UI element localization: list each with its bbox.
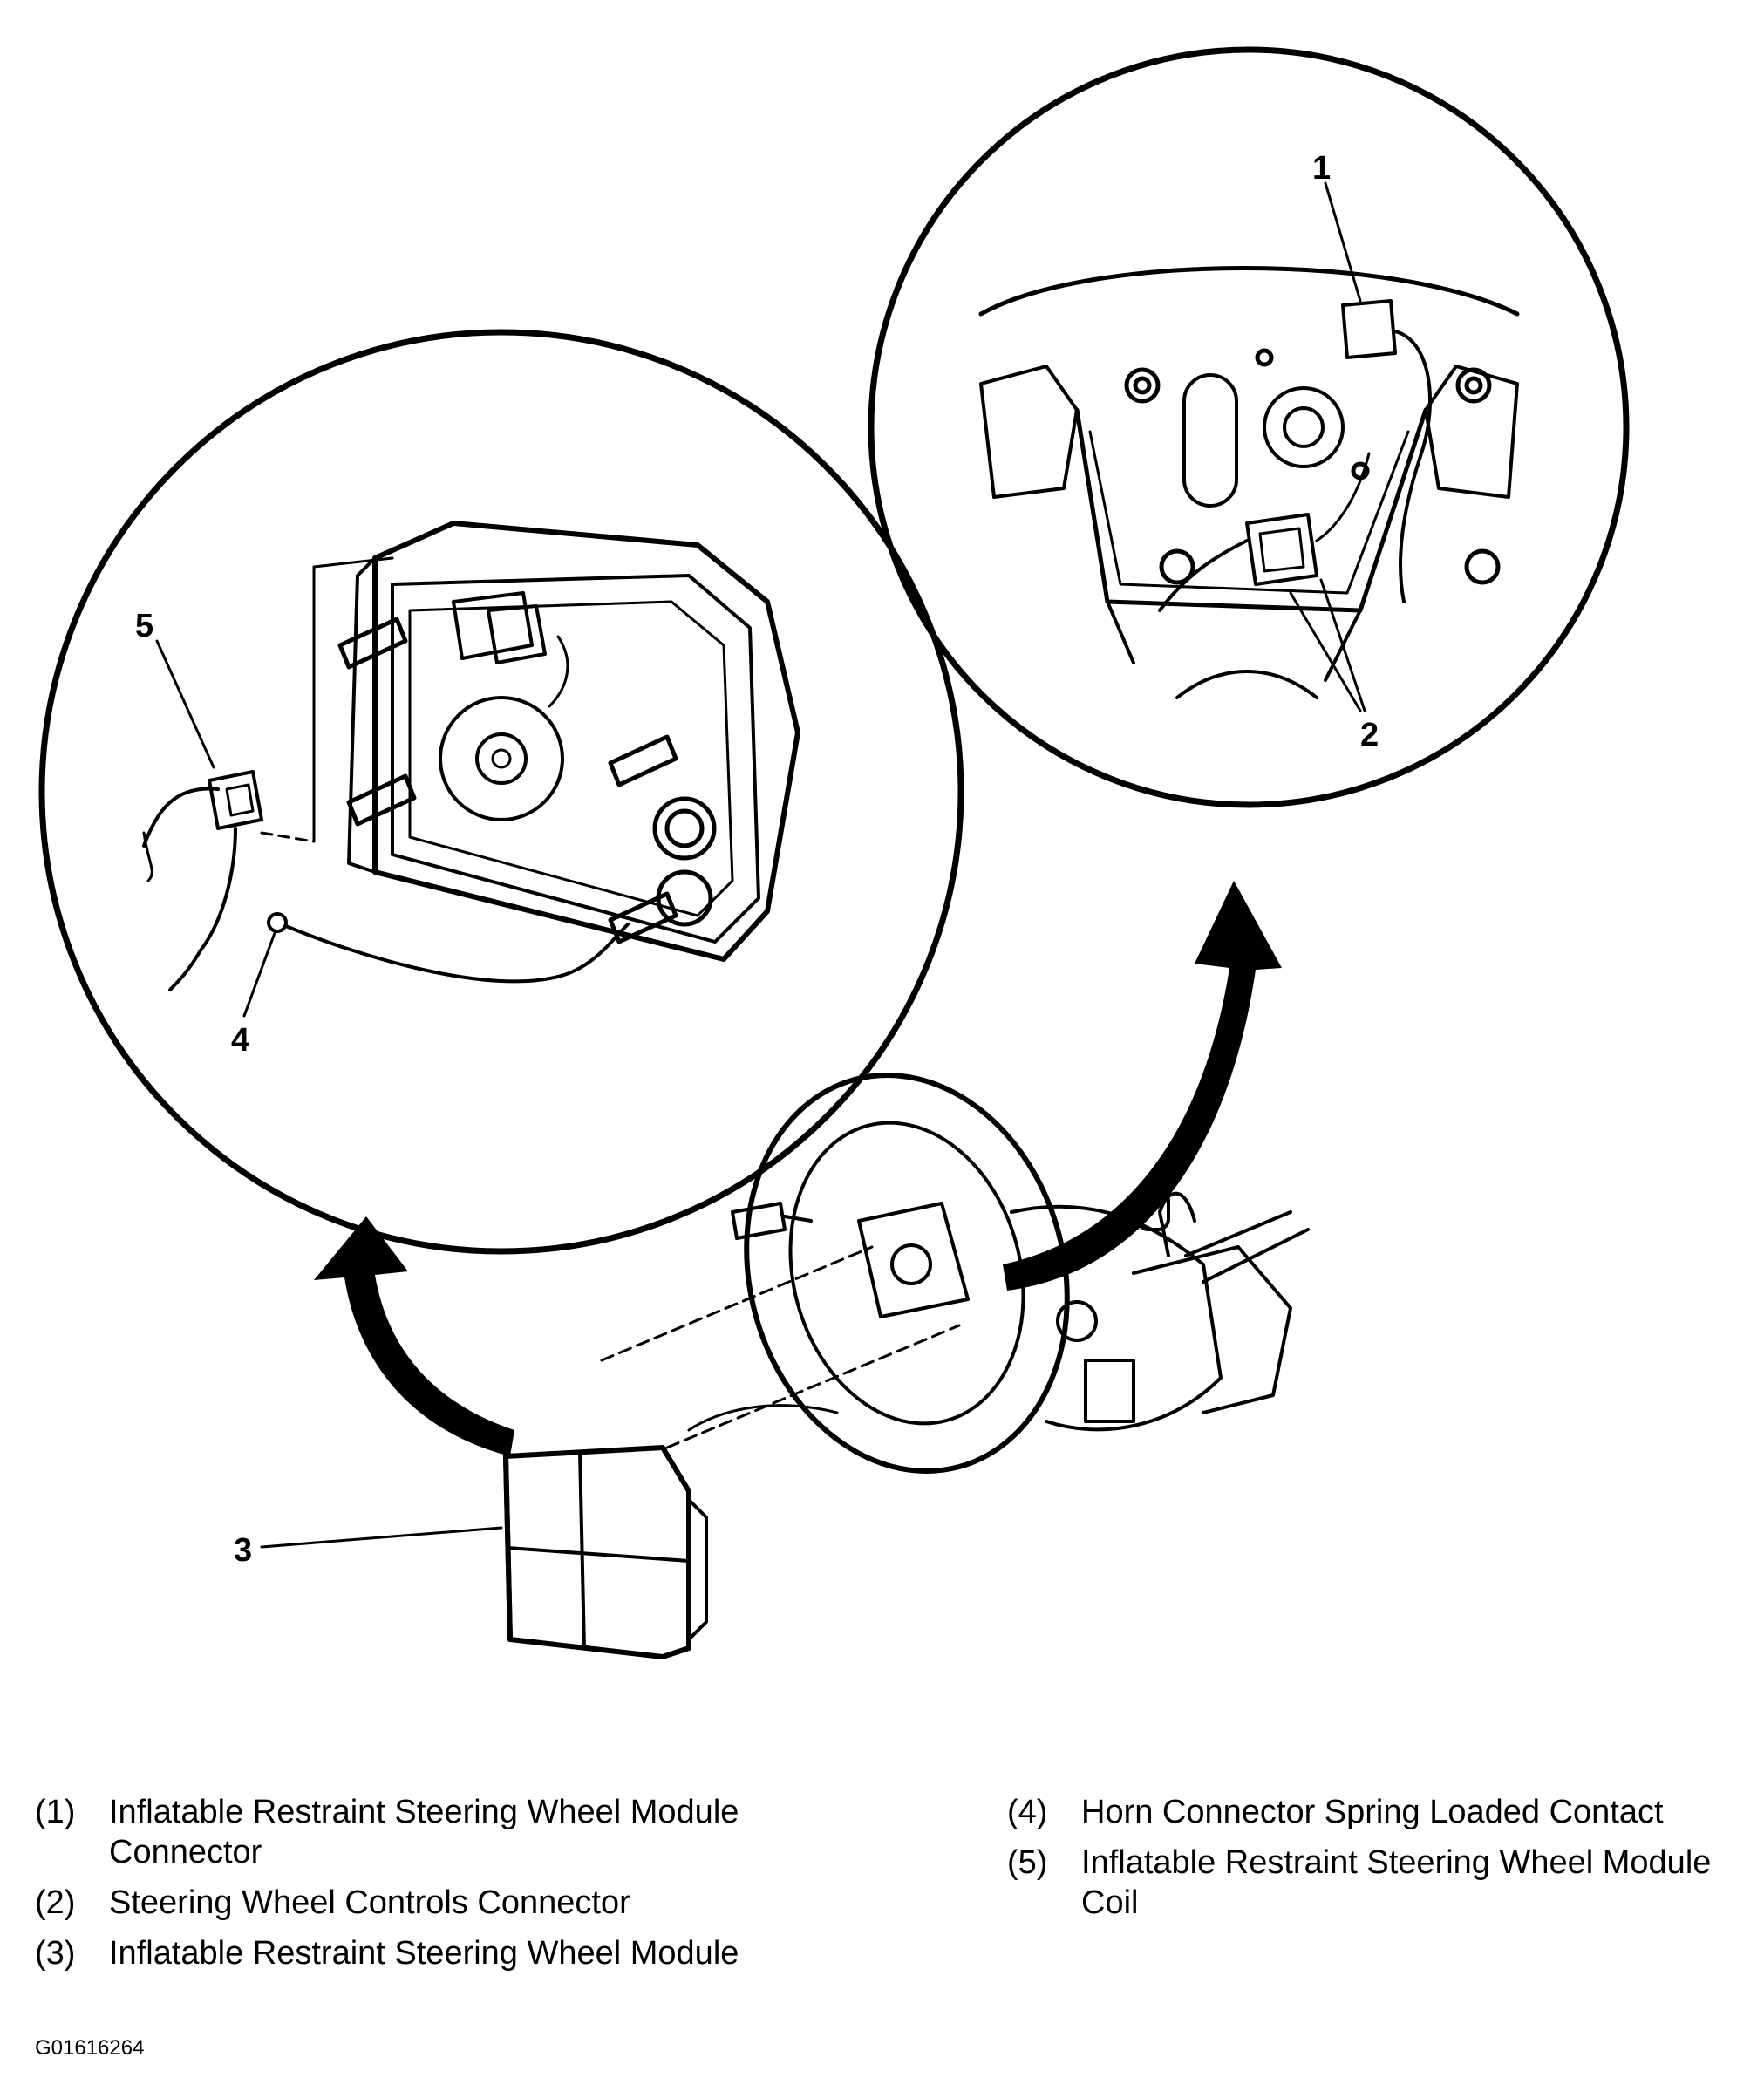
legend-item-2: (2) Steering Wheel Controls Connector [35, 1883, 807, 1923]
legend-right-column: (4) Horn Connector Spring Loaded Contact… [1007, 1792, 1744, 1933]
legend-left-column: (1) Inflatable Restraint Steering Wheel … [35, 1792, 807, 1984]
steering-hub-detail-circle [868, 46, 1630, 808]
figure-id: G01616264 [35, 2036, 145, 2060]
airbag-module-back [337, 521, 800, 962]
controls-connector-2 [1158, 452, 1371, 612]
callout-3: 3 [234, 1532, 252, 1569]
module-detail-circle [38, 329, 964, 1255]
legend-item-5: (5) Inflatable Restraint Steering Wheel … [1007, 1843, 1744, 1923]
coil-connector-5 [142, 556, 394, 991]
legend-text: Inflatable Restraint Steering Wheel Modu… [109, 1935, 739, 1972]
callout-1: 1 [1312, 150, 1331, 187]
module-connector-1 [1341, 299, 1432, 603]
legend-item-1: (1) Inflatable Restraint Steering Wheel … [35, 1792, 807, 1872]
legend-number: (1) [35, 1794, 76, 1830]
callout-4: 4 [231, 1022, 249, 1059]
legend-number: (2) [35, 1884, 76, 1921]
horn-contact-4 [267, 912, 630, 984]
module-coil-connector-block [452, 591, 569, 708]
mounting-studs [337, 617, 717, 944]
arrow-to-left-detail [314, 1216, 514, 1456]
callout-2: 2 [1360, 717, 1379, 753]
legend-text: Inflatable Restraint Steering Wheel Modu… [1081, 1844, 1712, 1921]
legend-item-4: (4) Horn Connector Spring Loaded Contact [1007, 1792, 1744, 1832]
callout-5: 5 [135, 608, 153, 644]
legend-number: (5) [1007, 1844, 1048, 1881]
legend-text: Steering Wheel Controls Connector [109, 1884, 630, 1921]
steering-wheel-hub-rear [978, 266, 1520, 699]
airbag-module-3 [503, 1445, 708, 1659]
legend-number: (4) [1007, 1794, 1048, 1830]
legend-number: (3) [35, 1935, 76, 1972]
legend-item-3: (3) Inflatable Restraint Steering Wheel … [35, 1933, 807, 1973]
diagram-artwork: 1 2 3 4 5 [38, 46, 1630, 1659]
legend-text: Inflatable Restraint Steering Wheel Modu… [109, 1794, 739, 1870]
steering-column-assembly [600, 1073, 1310, 1474]
arrow-to-right-detail [1003, 881, 1282, 1291]
legend-text: Horn Connector Spring Loaded Contact [1081, 1794, 1664, 1830]
